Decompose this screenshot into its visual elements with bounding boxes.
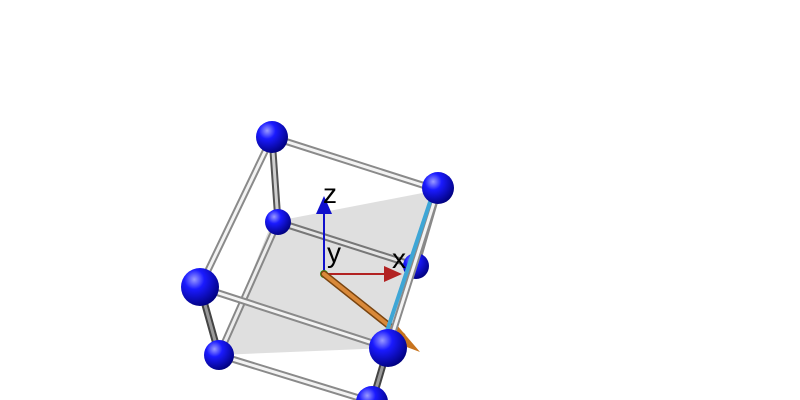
atom [356,386,388,400]
coordinate-axes: x y z [316,178,406,282]
bond [217,220,280,357]
bond [198,135,274,289]
bond [198,285,390,350]
atom [256,121,288,153]
atom [265,209,291,235]
bond [217,353,371,400]
atom [369,329,407,367]
y-axis-label: y [327,237,341,268]
bond [386,188,440,350]
atom [181,268,219,306]
bond [276,220,418,268]
highlighted-edge [382,194,434,342]
atom [422,172,454,204]
atoms-front [181,121,454,400]
z-axis-label: z [323,178,337,209]
x-axis-label: x [392,243,406,274]
atom [204,340,234,370]
bond [270,135,440,192]
